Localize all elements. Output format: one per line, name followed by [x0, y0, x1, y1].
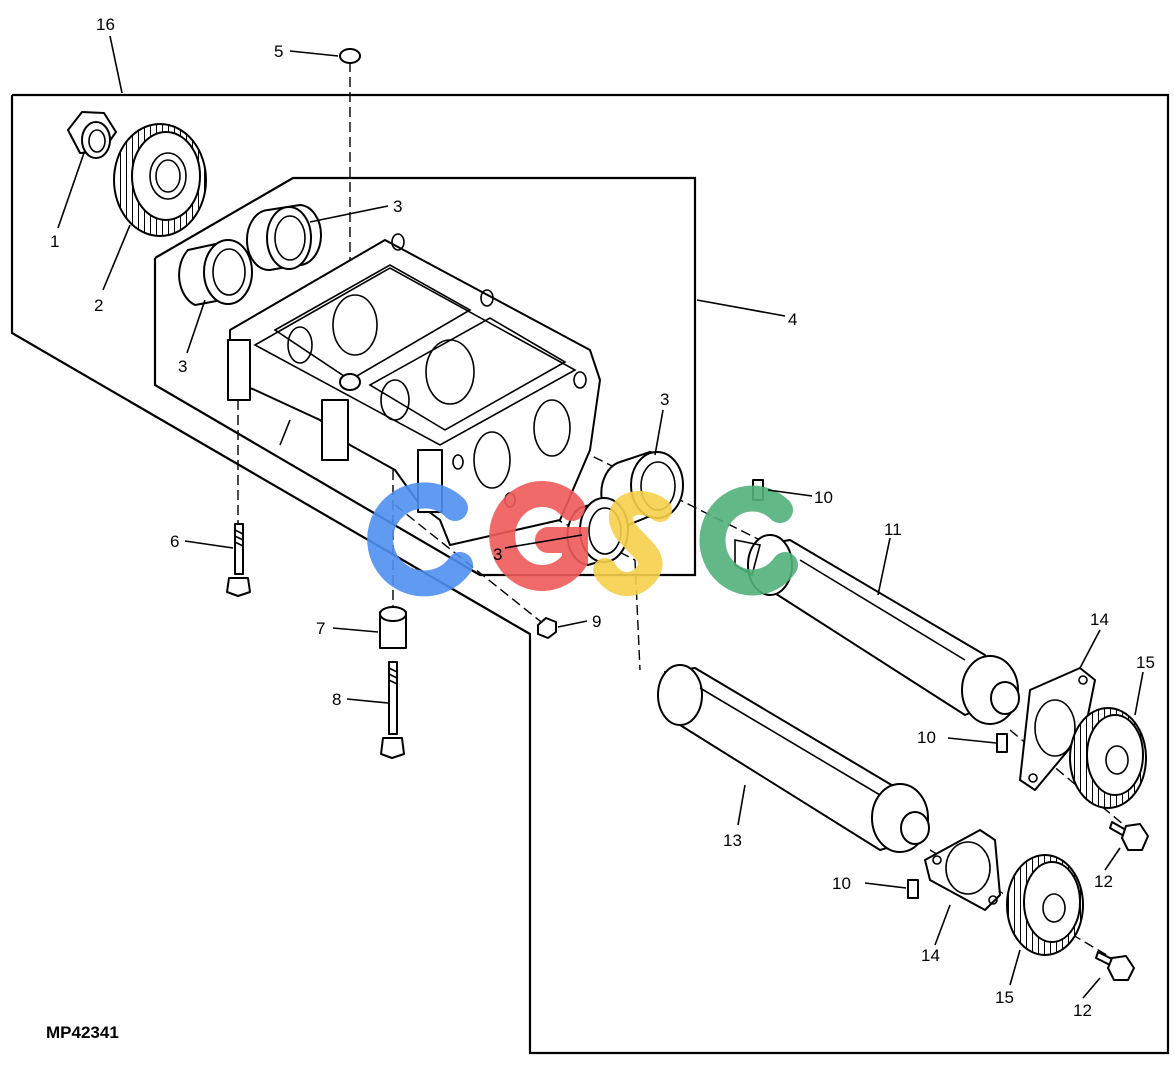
- bolt-left: [226, 523, 251, 597]
- callout-13: 13: [723, 831, 742, 850]
- dowel-pin-middle: [996, 733, 1008, 753]
- callout-3-upper: 3: [393, 197, 402, 216]
- callout-6: 6: [170, 532, 179, 551]
- callout-12-upper: 12: [1094, 872, 1113, 891]
- callout-labels: 16 5 1 2 3 3 4 3 3 10 6 11 9 7 14 15 8 1…: [50, 15, 1155, 1020]
- callout-5: 5: [274, 42, 283, 61]
- callout-1: 1: [50, 232, 59, 251]
- callout-10-lower: 10: [832, 874, 851, 893]
- gear-lower: [1006, 854, 1084, 956]
- callout-14-upper: 14: [1090, 610, 1109, 629]
- callout-7: 7: [316, 619, 325, 638]
- spur-gear: [113, 123, 207, 237]
- balancer-shaft-lower: [657, 664, 930, 853]
- kit-outline: [10, 93, 1170, 1055]
- callout-14-lower: 14: [921, 946, 940, 965]
- housing-outline: [153, 176, 697, 577]
- callout-10-middle: 10: [917, 728, 936, 747]
- o-ring: [339, 48, 361, 64]
- cover-plate-lower: [924, 829, 1001, 911]
- callout-2: 2: [94, 296, 103, 315]
- callout-3-lower: 3: [493, 545, 502, 564]
- bushing-upper: [245, 204, 323, 272]
- callout-8: 8: [332, 690, 341, 709]
- callout-16: 16: [96, 15, 115, 34]
- housing-block: [227, 233, 601, 546]
- small-nut: [537, 617, 557, 639]
- gear-upper: [1069, 707, 1147, 809]
- callout-15-lower: 15: [995, 988, 1014, 1007]
- watermark-logo: [367, 481, 798, 597]
- callout-3-left: 3: [178, 357, 187, 376]
- bolt-long: [380, 661, 405, 759]
- callout-3-right: 3: [660, 390, 669, 409]
- callout-12-lower: 12: [1073, 1001, 1092, 1020]
- dowel-pin-lower: [907, 879, 919, 899]
- callout-10-top: 10: [814, 488, 833, 507]
- hex-nut: [67, 111, 117, 159]
- leader-lines: [57, 35, 1144, 999]
- drawing-code: MP42341: [46, 1023, 119, 1042]
- callout-15-upper: 15: [1136, 653, 1155, 672]
- spacer-sleeve: [379, 606, 407, 649]
- gear-bolt-lower: [1095, 951, 1135, 981]
- bushing-left: [178, 239, 253, 306]
- callout-4: 4: [788, 310, 797, 329]
- callout-11: 11: [884, 520, 902, 539]
- gear-bolt-upper: [1109, 821, 1149, 851]
- callout-9: 9: [592, 612, 601, 631]
